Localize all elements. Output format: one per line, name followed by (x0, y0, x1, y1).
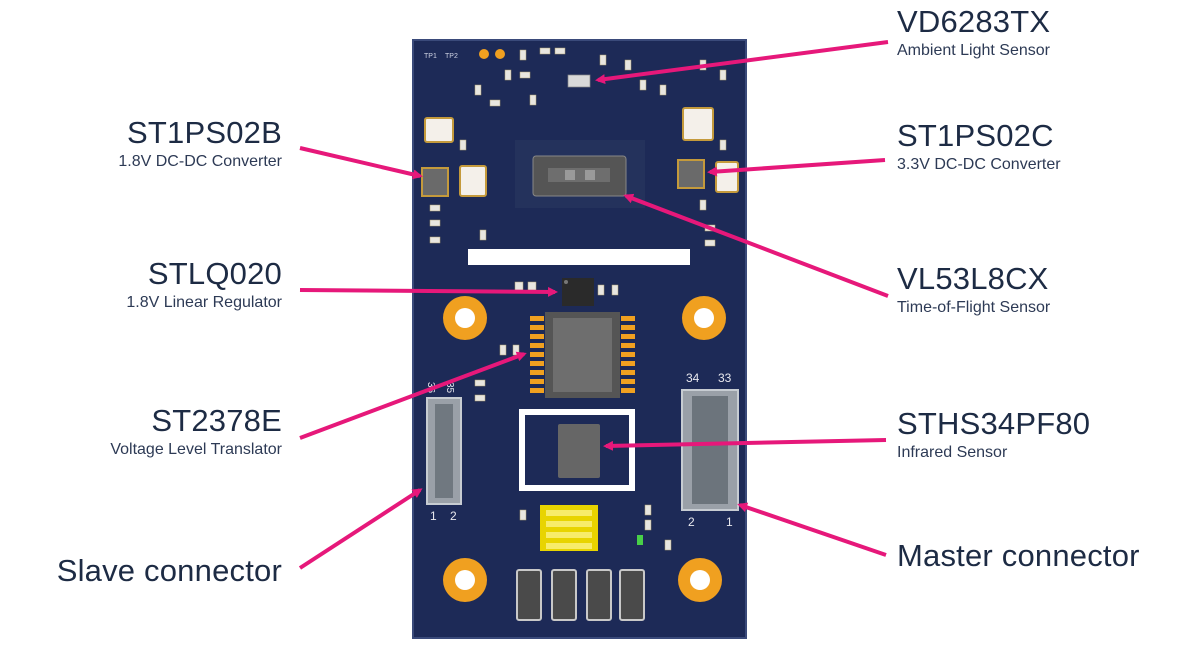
bottom-resistors (516, 569, 645, 621)
tp2-label: TP2 (445, 53, 458, 60)
sths34pf80-desc: Infrared Sensor (897, 444, 1008, 461)
sths34pf80-frame (519, 409, 635, 491)
sths34pf80-name: STHS34PF80 (897, 406, 1091, 441)
label-st1ps02c: ST1PS02C 3.3V DC-DC Converter (897, 120, 1061, 173)
label-stlq020: STLQ020 1.8V Linear Regulator (126, 258, 282, 311)
st2378e-name: ST2378E (151, 403, 282, 438)
slave-pin-36: 36 (425, 382, 436, 394)
slave-connector-name: Slave connector (56, 553, 282, 588)
slave-pin-1: 1 (430, 509, 437, 523)
vl53l8cx-name: VL53L8CX (897, 261, 1049, 296)
label-slave-connector: Slave connector (57, 555, 282, 586)
st2378e-chip (545, 312, 620, 398)
slave-pin-35: 35 (444, 382, 455, 394)
master-pin-2: 2 (688, 515, 695, 529)
inductor-l2 (424, 117, 454, 143)
st1ps02c-desc: 3.3V DC-DC Converter (897, 156, 1061, 173)
inductor-top-right (682, 107, 714, 141)
st2378e-desc: Voltage Level Translator (110, 441, 282, 458)
vl53l8cx-desc: Time-of-Flight Sensor (897, 299, 1051, 316)
slave-pin-2: 2 (450, 509, 457, 523)
label-sths34pf80: STHS34PF80 Infrared Sensor (897, 408, 1090, 461)
label-vl53l8cx: VL53L8CX Time-of-Flight Sensor (897, 263, 1050, 316)
stlq020-name: STLQ020 (147, 256, 282, 291)
st1ps02b-chip (421, 167, 449, 197)
dip-switch (540, 505, 598, 551)
label-st1ps02b: ST1PS02B 1.8V DC-DC Converter (118, 117, 282, 170)
tp2-pad (495, 49, 505, 59)
st1ps02c-chip (677, 159, 705, 189)
green-led (637, 535, 643, 545)
tp1-label: TP1 (424, 53, 437, 60)
tp1-pad (479, 49, 489, 59)
silkscreen-strip (468, 249, 690, 265)
inductor-l1 (459, 165, 487, 197)
st1ps02b-name: ST1PS02B (127, 115, 282, 150)
label-master-connector: Master connector (897, 540, 1140, 571)
master-connector-body (681, 389, 739, 511)
vd6283tx-name: VD6283TX (897, 4, 1051, 39)
slave-connector-body (426, 397, 462, 505)
vd6283tx-desc: Ambient Light Sensor (897, 42, 1050, 59)
vd6283tx-chip (567, 74, 591, 88)
master-pin-34: 34 (686, 371, 700, 385)
master-pin-1: 1 (726, 515, 733, 529)
sths34pf80-chip (558, 424, 600, 478)
label-st2378e: ST2378E Voltage Level Translator (110, 405, 282, 458)
inductor-l3 (715, 161, 739, 193)
master-connector-name: Master connector (897, 538, 1140, 573)
master-pin-33: 33 (718, 371, 732, 385)
st1ps02b-desc: 1.8V DC-DC Converter (118, 153, 282, 170)
stlq020-desc: 1.8V Linear Regulator (126, 294, 282, 311)
st1ps02c-name: ST1PS02C (897, 118, 1054, 153)
label-vd6283tx: VD6283TX Ambient Light Sensor (897, 6, 1050, 59)
mounting-holes (443, 296, 726, 602)
